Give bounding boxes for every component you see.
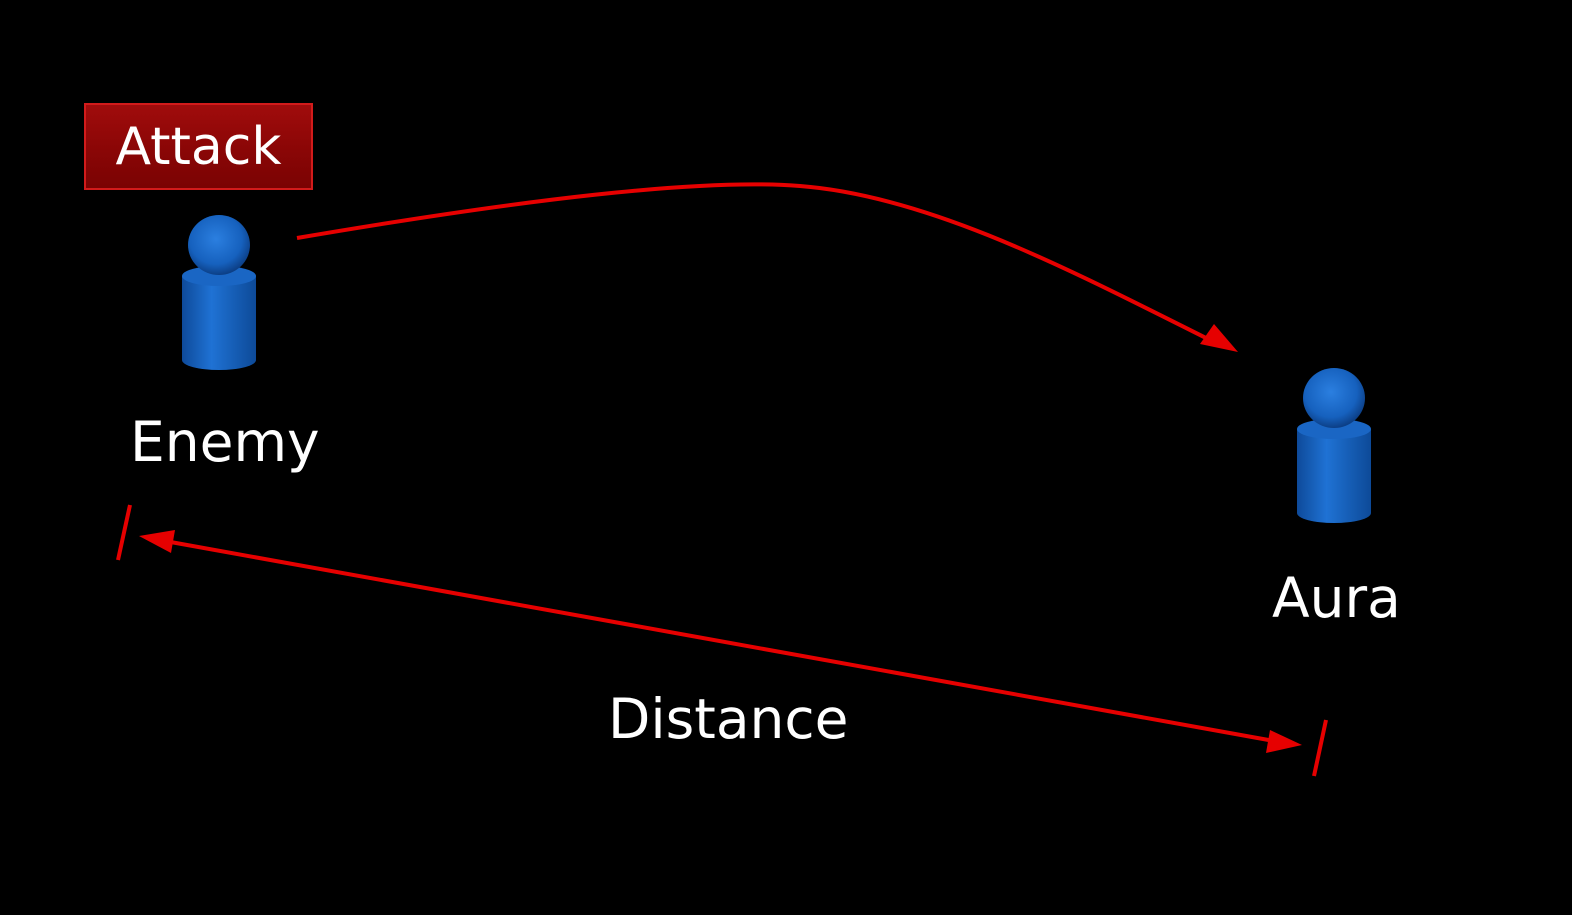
distance-arrowhead-left [139,530,175,553]
attack-arrowhead [1200,324,1238,352]
attack-label: Attack [115,116,282,177]
distance-arrowhead-right [1266,730,1302,753]
distance-tick-left [116,504,132,561]
distance-tick-right [1312,719,1328,777]
distance-label: Distance [608,687,849,751]
attack-badge: Attack [84,103,313,190]
enemy-label: Enemy [130,410,320,474]
enemy-person-icon [182,215,256,370]
aura-label: Aura [1272,566,1401,630]
attack-arrow [296,182,1213,343]
aura-person-icon [1297,368,1371,523]
